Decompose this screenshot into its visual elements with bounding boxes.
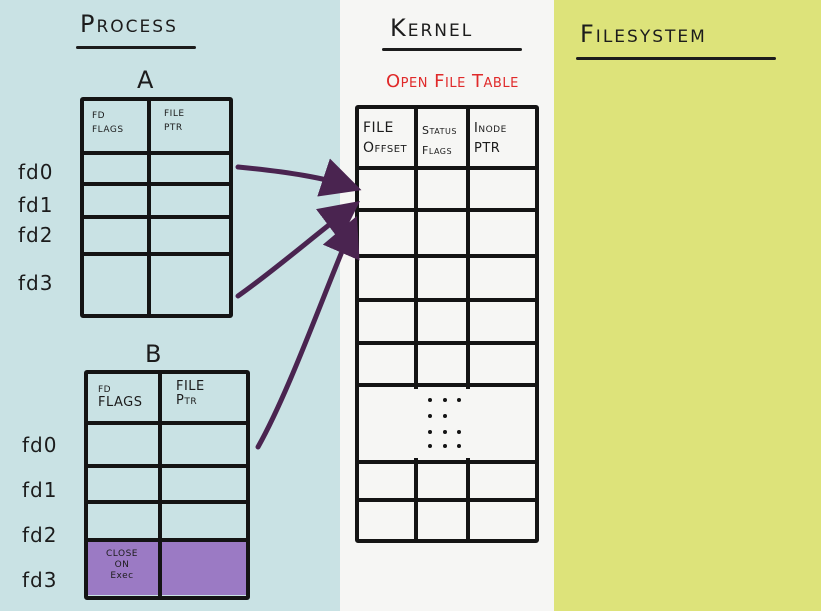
open-file-table-row-divider	[355, 498, 539, 502]
process-a-col-fd-flags: fd flags	[92, 107, 124, 136]
process-b-row-divider	[84, 464, 250, 468]
open-file-table-title: Open File Table	[386, 71, 519, 92]
open-file-table-row-divider	[355, 341, 539, 345]
arrow-b-fd0-to-oft	[255, 215, 360, 450]
process-b-fd1-label: fd1	[22, 478, 58, 502]
open-file-table-col-file-offset: FILE Offset	[363, 120, 408, 156]
kernel-heading-underline	[382, 48, 522, 51]
arrow-a-fd3-to-oft	[235, 200, 360, 299]
open-file-table	[355, 105, 539, 543]
open-file-table-col-status-flags: Status Flags	[422, 124, 457, 157]
process-a-row-divider	[80, 182, 233, 186]
open-file-table-row-divider	[355, 383, 539, 387]
process-a-fd0-label: fd0	[18, 160, 54, 184]
open-file-table-row-divider	[355, 166, 539, 170]
process-b-fd0-label: fd0	[22, 433, 58, 457]
process-heading-underline	[76, 46, 196, 49]
process-a-column-divider	[147, 97, 151, 318]
process-a-row-divider	[80, 151, 233, 155]
process-a-fd1-label: fd1	[18, 193, 54, 217]
filesystem-panel	[554, 0, 821, 611]
arrow-a-fd0-to-oft	[235, 158, 362, 197]
process-b-row-divider	[84, 421, 250, 425]
process-b-title: B	[145, 340, 164, 368]
process-b-column-divider	[158, 370, 162, 600]
open-file-table-row-divider	[355, 254, 539, 258]
open-file-table-column-divider	[414, 105, 418, 543]
process-b-fd3-label: fd3	[22, 568, 58, 592]
ellipsis-dot	[457, 444, 461, 448]
process-b-fd2-label: fd2	[22, 523, 58, 547]
kernel-panel	[340, 0, 554, 611]
ellipsis-dot	[428, 444, 432, 448]
open-file-table-row-divider	[355, 298, 539, 302]
process-a-title: A	[137, 66, 156, 94]
process-a-row-divider	[80, 215, 233, 219]
process-b-row-divider	[84, 538, 250, 542]
open-file-table-column-divider	[466, 105, 470, 543]
open-file-table-col-inode-ptr: Inode PTR	[474, 121, 507, 156]
open-file-table-row-divider	[355, 460, 539, 464]
process-a-fd3-label: fd3	[18, 271, 54, 295]
ellipsis-dot	[443, 430, 447, 434]
close-on-exec-flag: CLOSE ON Exec	[106, 549, 138, 581]
process-b-col-fd-flags: fd FLAGS	[98, 381, 143, 410]
filesystem-heading: Filesystem	[580, 20, 707, 48]
ellipsis-dot	[457, 398, 461, 402]
process-heading: Process	[80, 10, 178, 38]
process-b-col-file-ptr: FILE Ptr	[176, 379, 205, 408]
process-a-fd-table	[80, 97, 233, 318]
open-file-table-row-divider	[355, 208, 539, 212]
process-a-row-divider	[80, 252, 233, 256]
process-panel	[0, 0, 340, 611]
kernel-heading: Kernel	[390, 14, 474, 42]
process-a-col-file-ptr: file ptr	[164, 105, 185, 134]
process-b-fd3-row-highlight	[88, 540, 246, 595]
ellipsis-dot	[457, 430, 461, 434]
process-b-fd-table	[84, 370, 250, 600]
ellipsis-dot	[428, 398, 432, 402]
ellipsis-dot	[443, 414, 447, 418]
ellipsis-dot	[428, 414, 432, 418]
filesystem-heading-underline	[576, 57, 776, 60]
ellipsis-dot	[443, 444, 447, 448]
ellipsis-dot	[428, 430, 432, 434]
ellipsis-dot	[443, 398, 447, 402]
process-a-fd2-label: fd2	[18, 223, 54, 247]
process-b-row-divider	[84, 500, 250, 504]
